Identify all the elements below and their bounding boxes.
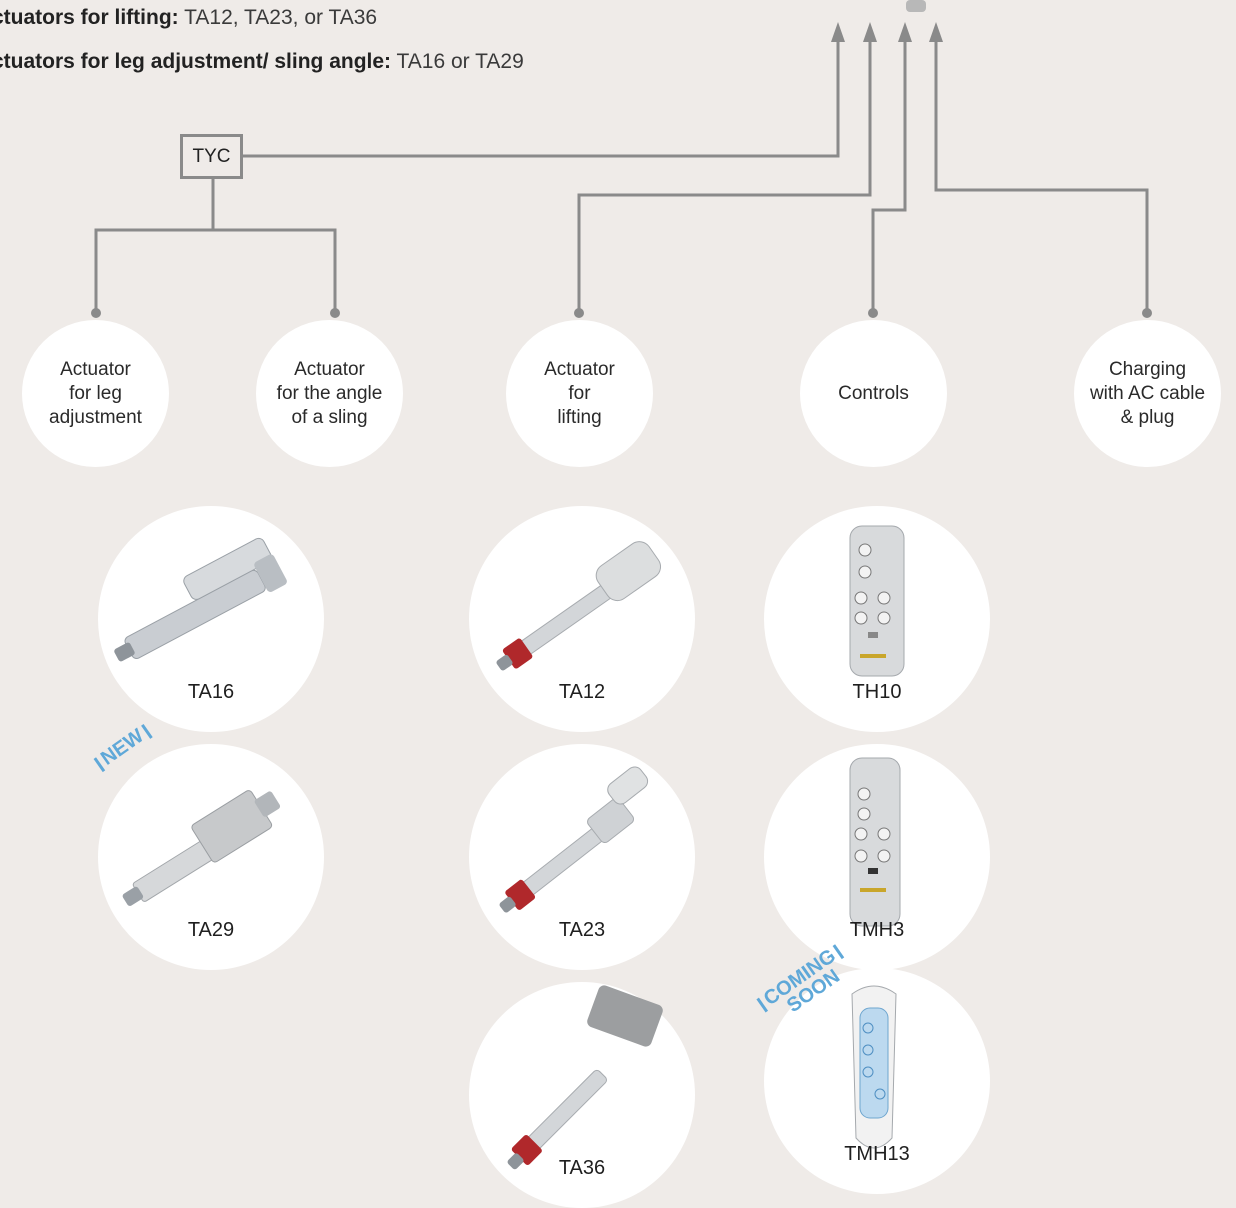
product-label-tmh3: TMH3 (849, 919, 905, 941)
product-label-ta23: TA23 (558, 919, 606, 941)
product-label-ta36: TA36 (558, 1157, 606, 1179)
tyc-label: TYC (192, 145, 231, 167)
actuator-ta16-image (114, 537, 287, 662)
product-ta12[interactable]: TA12 (469, 506, 695, 732)
arrowhead-4 (929, 22, 943, 42)
wire-controls (871, 30, 907, 313)
category-lifting: Actuator for lifting (506, 320, 653, 467)
category-text: Charging (1108, 358, 1187, 380)
product-label-ta29: TA29 (187, 919, 235, 941)
product-ta36[interactable]: TA36 (469, 982, 695, 1208)
actuator-ta29-image (122, 790, 281, 906)
wire-leg (94, 228, 337, 313)
wire-dot-controls (868, 308, 878, 318)
wire-dot-leg (91, 308, 101, 318)
category-text: Actuator (544, 358, 615, 380)
lifting-actuators-note: ctuators for lifting: TA12, TA23, or TA3… (0, 6, 378, 29)
category-controls: Controls (800, 320, 947, 467)
handset-tmh3-image (849, 757, 901, 927)
product-label-th10: TH10 (852, 681, 902, 703)
product-label-ta12: TA12 (558, 681, 606, 703)
product-ta29[interactable]: TA29 (98, 744, 324, 970)
leg-sling-actuators-note: ctuators for leg adjustment/ sling angle… (0, 50, 524, 73)
product-ta16[interactable]: TA16 (98, 506, 324, 732)
product-th10[interactable]: TH10 (764, 506, 990, 732)
category-text: & plug (1120, 406, 1175, 428)
category-leg-adjustment: Actuator for leg adjustment (22, 320, 169, 467)
wire-charging (934, 30, 1149, 313)
product-ta23[interactable]: TA23 (469, 744, 695, 970)
category-text: for (568, 382, 591, 404)
category-text: with AC cable (1089, 382, 1206, 404)
arrowhead-3 (898, 22, 912, 42)
product-tmh13[interactable]: TMH13 (764, 968, 990, 1194)
category-text: Actuator (294, 358, 365, 380)
actuator-ta23-image (499, 766, 649, 913)
wire-dot-charging (1142, 308, 1152, 318)
arrowhead-1 (831, 22, 845, 42)
handset-tmh13-image (851, 985, 897, 1149)
tyc-hub-box: TYC (180, 134, 243, 179)
category-text: Controls (838, 382, 909, 404)
category-text: for leg (69, 382, 122, 404)
actuator-ta36-image (507, 985, 663, 1170)
category-sling-angle: Actuator for the angle of a sling (256, 320, 403, 467)
device-stub (906, 0, 926, 12)
actuator-ta12-image (496, 541, 662, 671)
product-label-tmh13: TMH13 (844, 1143, 910, 1165)
wire-lifting (577, 30, 872, 313)
category-text: of a sling (291, 406, 368, 428)
product-label-ta16: TA16 (187, 681, 235, 703)
arrowhead-2 (863, 22, 877, 42)
product-tmh3[interactable]: TMH3 (764, 744, 990, 970)
wire-dot-lifting (574, 308, 584, 318)
category-text: lifting (557, 406, 602, 428)
handset-th10-image (849, 525, 905, 677)
category-text: adjustment (49, 406, 142, 428)
category-charging: Charging with AC cable & plug (1074, 320, 1221, 467)
category-text: Actuator (60, 358, 131, 380)
wire-tyc (243, 30, 840, 158)
category-text: for the angle (276, 382, 383, 404)
wire-dot-sling (330, 308, 340, 318)
